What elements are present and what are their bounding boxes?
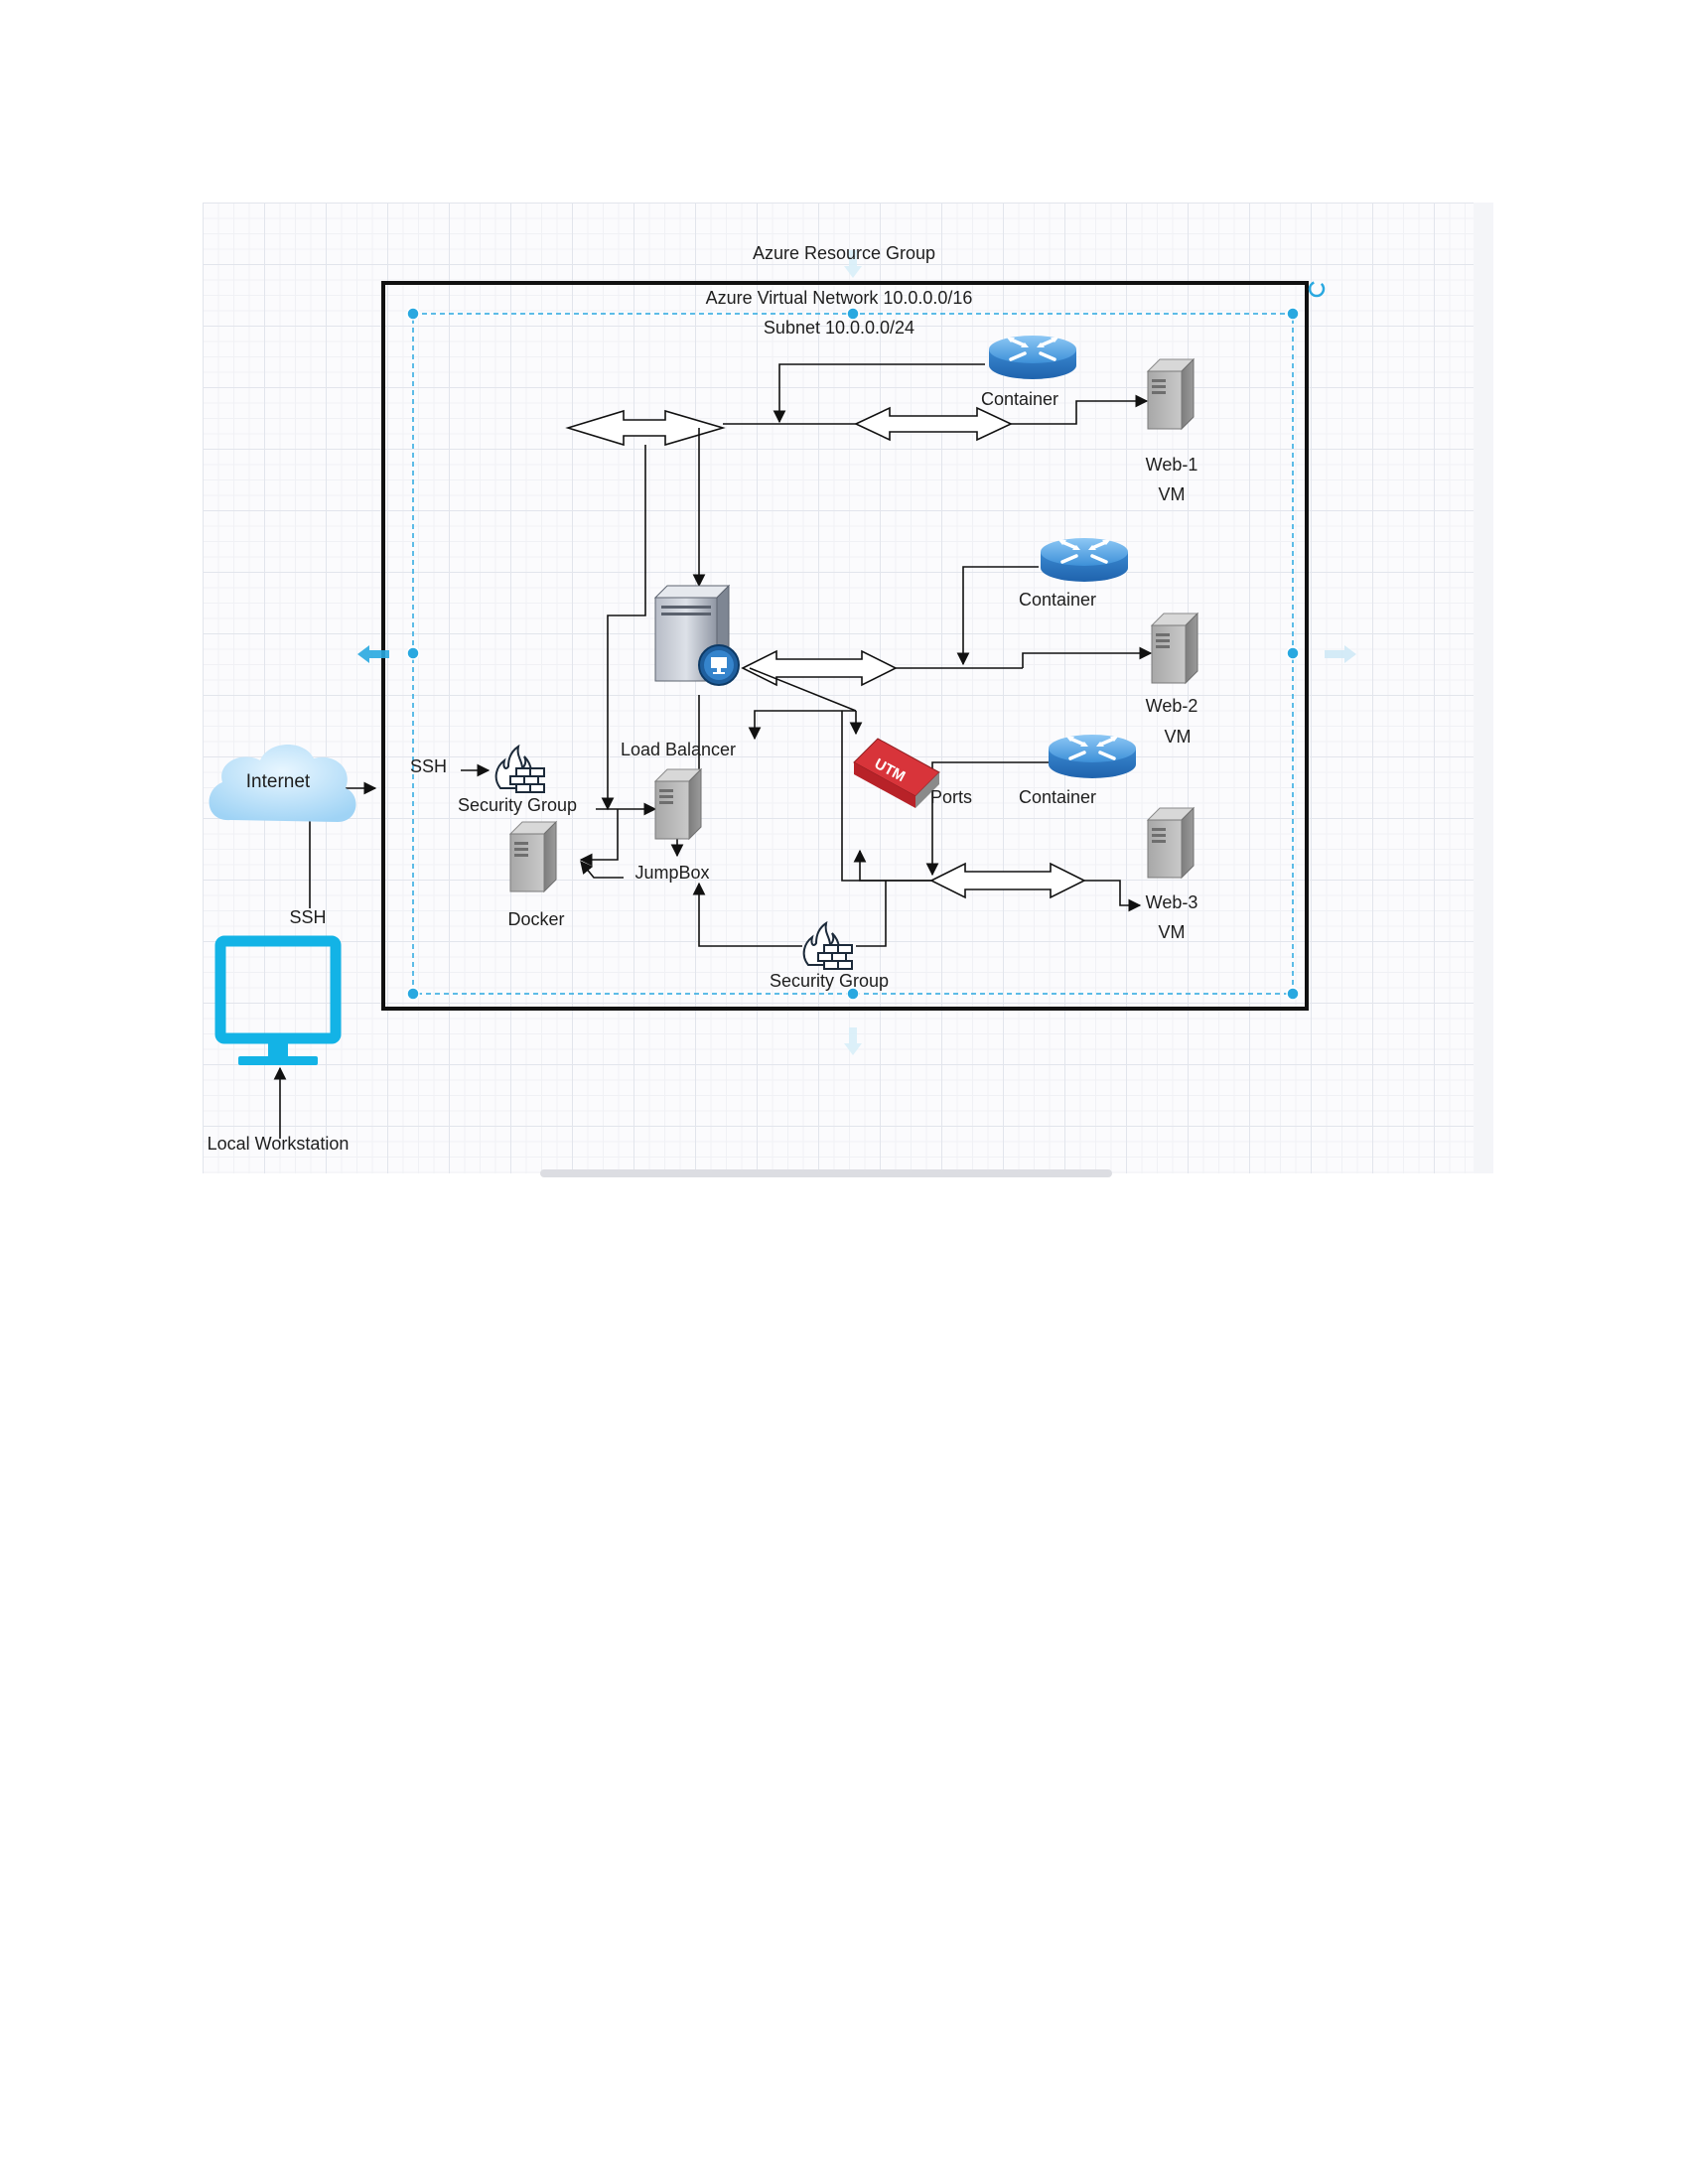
server-icon[interactable] (509, 821, 557, 892)
container-3-label: Container (1018, 787, 1097, 807)
connectors (273, 363, 1153, 1139)
monitor-icon[interactable] (214, 935, 342, 1065)
web2-name-label: Web-2 (1145, 696, 1198, 716)
load-balancer-icon[interactable] (653, 584, 740, 686)
internet-label: Internet (245, 771, 311, 792)
router-icon[interactable] (987, 334, 1078, 381)
firewall-icon[interactable] (494, 746, 545, 793)
container-2-label: Container (1018, 590, 1097, 610)
horizontal-scrollbar[interactable] (540, 1169, 1112, 1177)
firewall-icon[interactable] (802, 922, 853, 970)
hover-arrows[interactable] (357, 250, 1356, 1055)
security-group-2-label: Security Group (769, 971, 890, 991)
web1-name-label: Web-1 (1145, 455, 1198, 475)
security-group-1-label: Security Group (457, 795, 578, 815)
web1-type-label: VM (1158, 484, 1186, 504)
docker-label: Docker (507, 909, 565, 929)
rotate-handle-icon[interactable] (1308, 280, 1326, 298)
server-icon[interactable] (1151, 613, 1198, 684)
utm-appliance-icon[interactable]: UTM (853, 738, 940, 808)
router-icon[interactable] (1047, 733, 1138, 780)
router-icon[interactable] (1039, 536, 1130, 584)
vnet-container[interactable] (381, 281, 1309, 1011)
web3-type-label: VM (1158, 922, 1186, 942)
web3-name-label: Web-3 (1145, 892, 1198, 912)
canvas-right-edge (1474, 203, 1493, 1173)
vnet-label: Azure Virtual Network 10.0.0.0/16 (705, 288, 973, 308)
server-icon[interactable] (654, 768, 702, 840)
subnet-label: Subnet 10.0.0.0/24 (763, 318, 915, 338)
ssh-label: SSH (410, 756, 448, 776)
jumpbox-label: JumpBox (634, 863, 710, 883)
server-icon[interactable] (1147, 807, 1195, 879)
cloud-icon[interactable] (209, 744, 356, 822)
ssh-internet-label: SSH (289, 907, 327, 927)
local-workstation-label: Local Workstation (207, 1134, 350, 1154)
resource-group-label: Azure Resource Group (752, 243, 936, 263)
load-balancer-label: Load Balancer (620, 740, 737, 759)
ports-label: Ports (929, 787, 973, 807)
container-1-label: Container (980, 389, 1059, 409)
server-icon[interactable] (1147, 358, 1195, 430)
web2-type-label: VM (1164, 727, 1192, 747)
